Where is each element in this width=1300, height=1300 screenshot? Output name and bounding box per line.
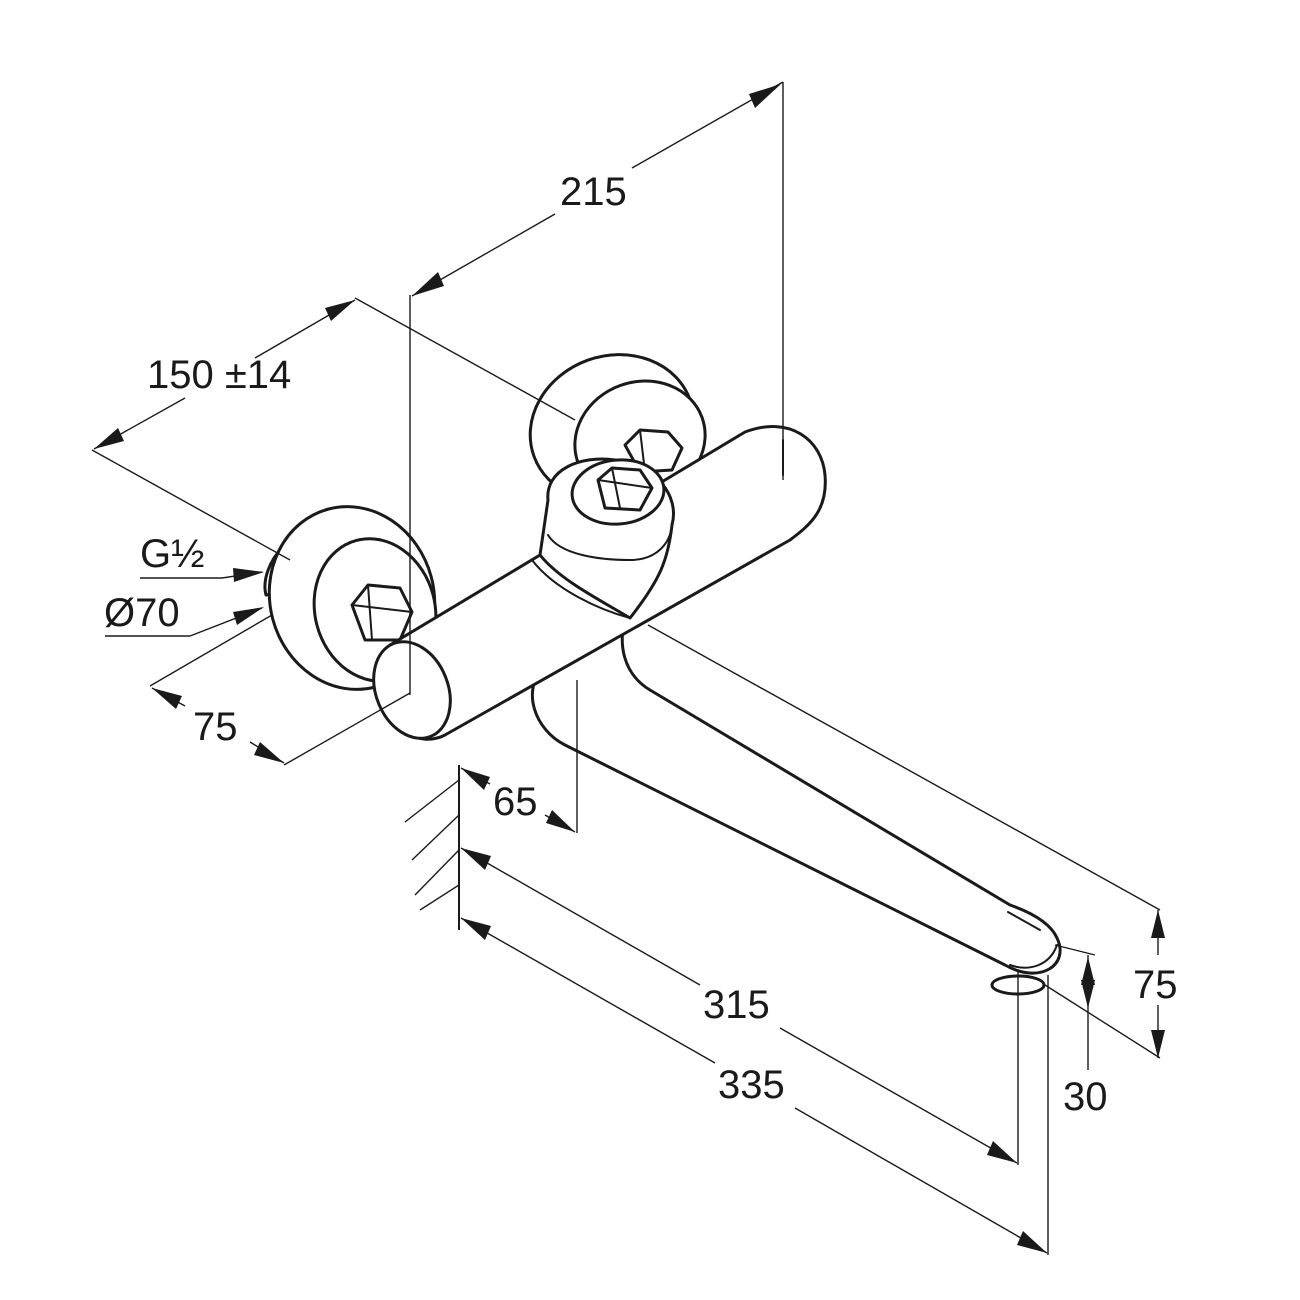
dimension-150: 150 ±14 [91, 297, 576, 561]
dimension-215-label: 215 [560, 170, 627, 214]
dimension-75-right: 75 [647, 624, 1178, 1059]
diameter-label: Ø70 [104, 591, 180, 635]
thread-label: G½ [140, 532, 204, 576]
dimension-315: 315 [460, 847, 1019, 1165]
dimension-75-right-label: 75 [1133, 963, 1178, 1007]
dimension-75-left: 75 [149, 614, 411, 766]
dimension-thread: G½ [140, 532, 264, 582]
faucet [263, 353, 1062, 996]
wall-hatch [404, 765, 460, 930]
dimension-335-label: 335 [718, 1063, 785, 1107]
spout [530, 608, 1062, 996]
dimension-diameter: Ø70 [104, 591, 264, 637]
dimension-150-label: 150 ±14 [147, 353, 291, 397]
center-handle [531, 457, 675, 620]
dimension-30-label: 30 [1063, 1075, 1108, 1119]
dimension-335: 335 [460, 917, 1049, 1255]
dimension-75-left-label: 75 [193, 705, 238, 749]
dimension-65: 65 [460, 680, 578, 833]
dimension-315-label: 315 [703, 983, 770, 1027]
dimension-30: 30 [1054, 944, 1108, 1119]
dimension-65-label: 65 [493, 780, 538, 824]
dimension-215: 215 [409, 81, 784, 695]
